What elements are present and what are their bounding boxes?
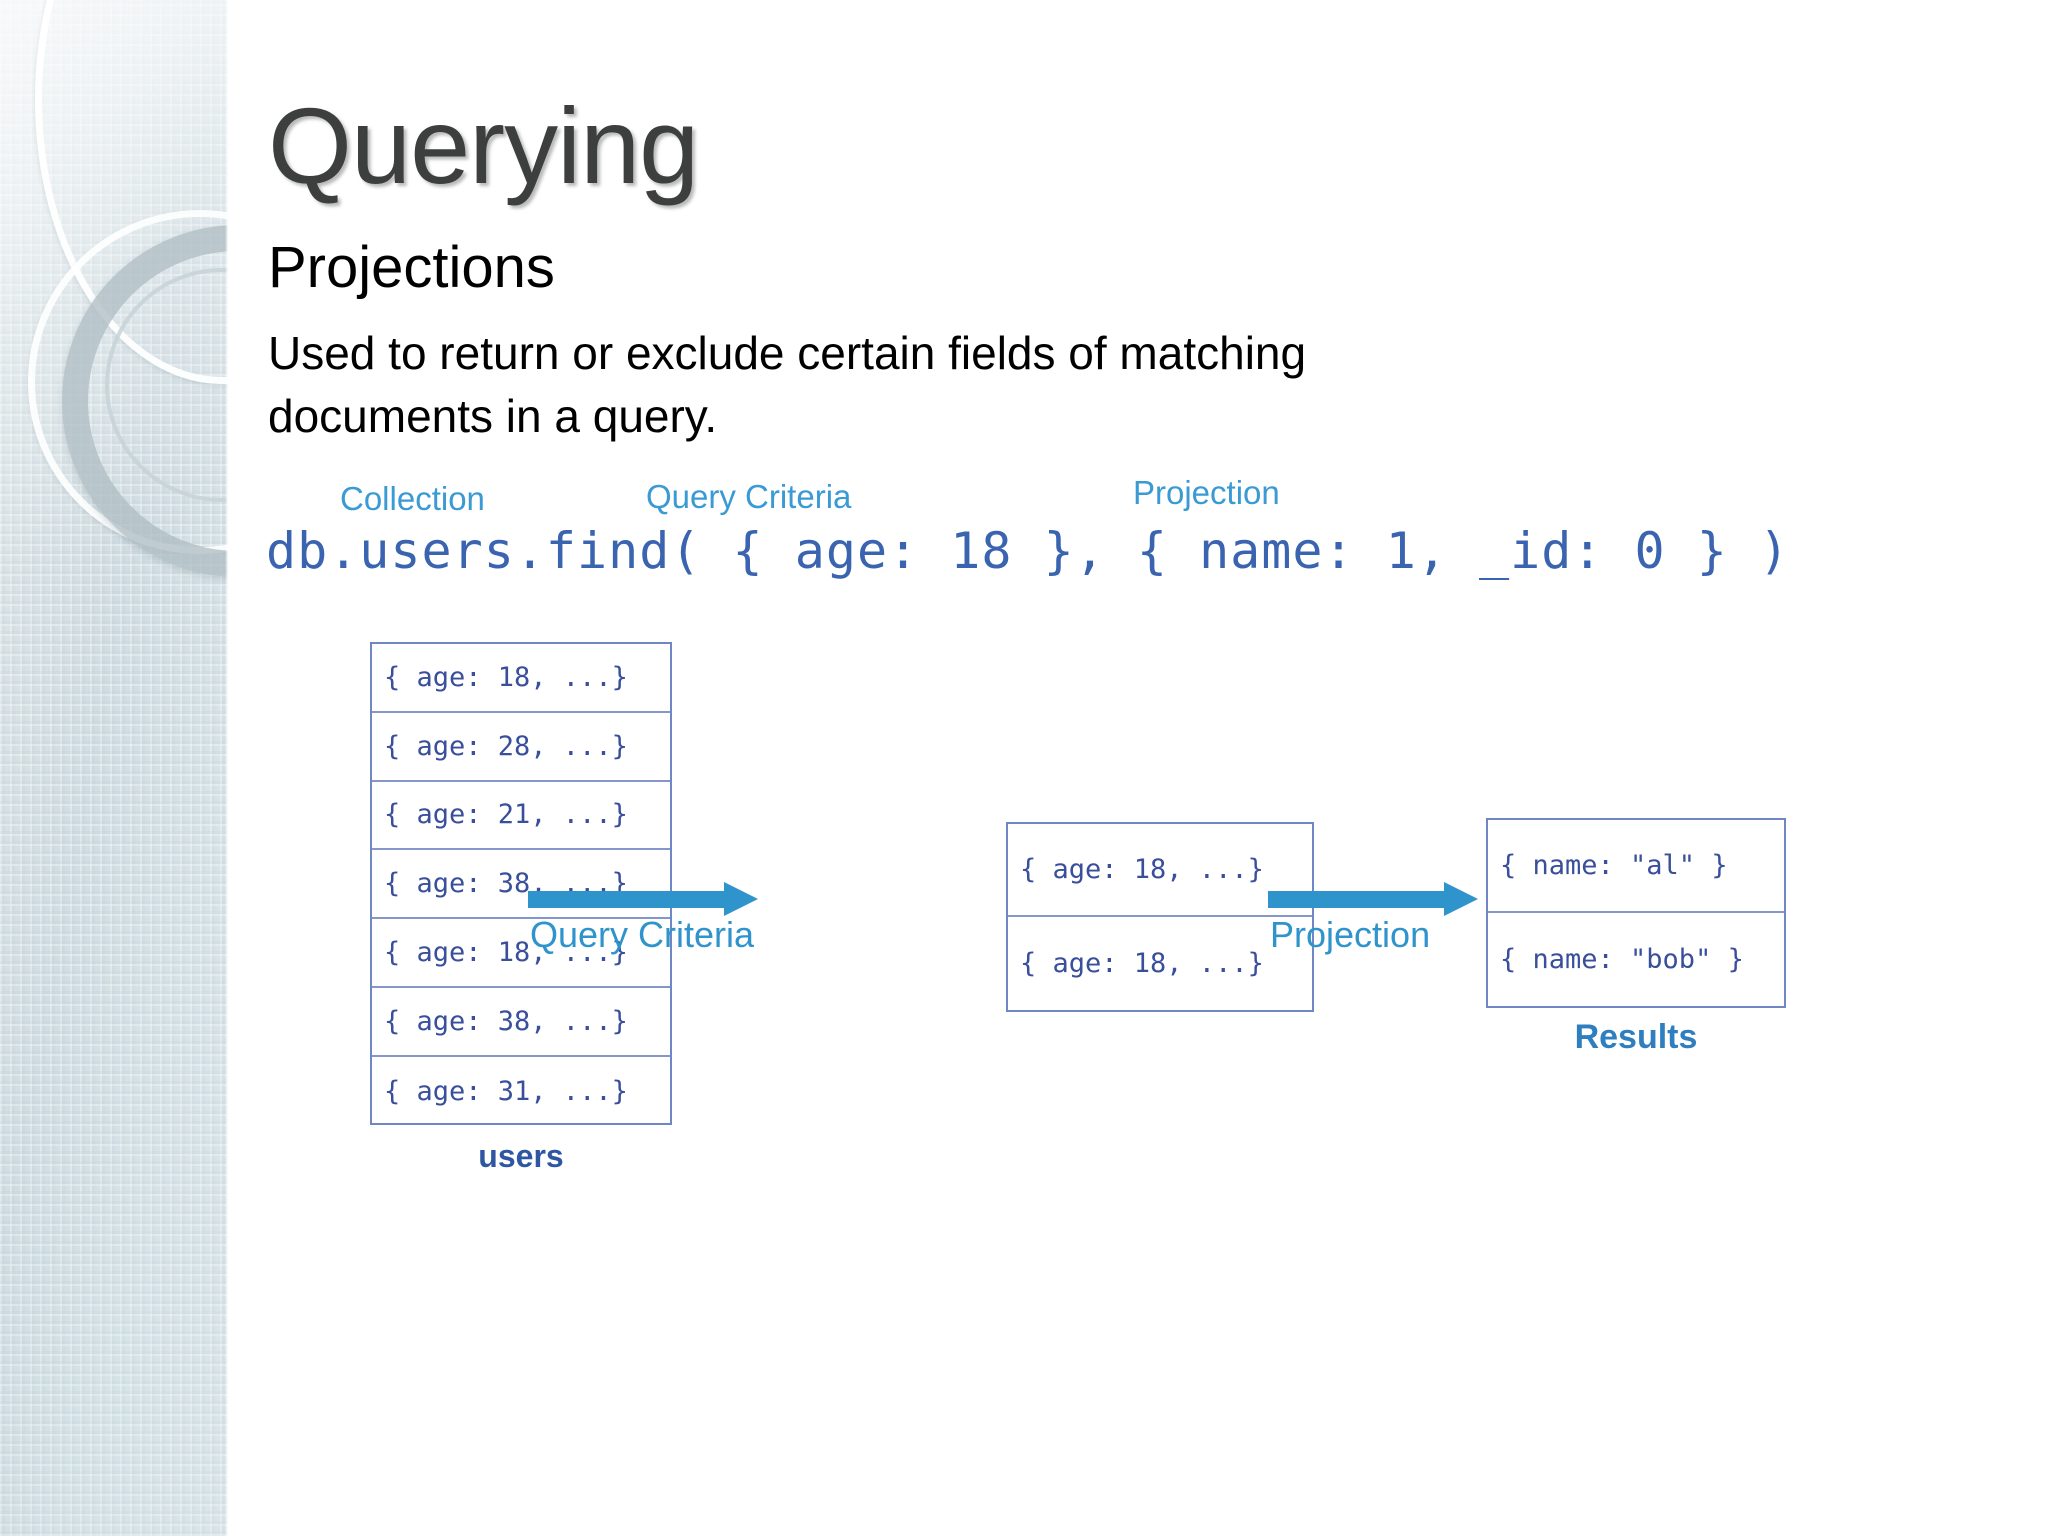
arrow-head — [1444, 882, 1478, 916]
collection-documents-box: { age: 18, ...} { age: 28, ...} { age: 2… — [370, 642, 672, 1125]
document-row: { age: 38, ...} — [372, 988, 670, 1057]
document-row: { age: 18, ...} — [1008, 824, 1312, 917]
body-paragraph: Used to return or exclude certain fields… — [268, 327, 1307, 442]
callout-label-projection: Projection — [1133, 474, 1280, 511]
arrow-caption-query-criteria: Query Criteria — [530, 914, 755, 955]
document-row: { age: 21, ...} — [372, 782, 670, 851]
arrow-caption-projection: Projection — [1270, 914, 1431, 955]
document-row: { age: 18, ...} — [1020, 948, 1264, 979]
matched-documents-box: { age: 18, ...} { age: 18, ...} — [1006, 822, 1314, 1012]
query-statement: db.users.find( { age: 18 }, { name: 1, _… — [266, 522, 1791, 580]
section-subtitle: Projections — [268, 235, 555, 300]
query-criteria-arrow-icon — [528, 882, 758, 916]
results-documents-box: { name: "al" } { name: "bob" } — [1486, 818, 1786, 1008]
arrow-shaft — [528, 891, 724, 908]
page-title: Querying — [268, 85, 699, 206]
arrow-head — [724, 882, 758, 916]
document-row: { age: 18, ...} — [372, 644, 670, 713]
projection-arrow-icon — [1268, 882, 1478, 916]
arrow-shaft — [1268, 891, 1444, 908]
callout-label-collection: Collection — [340, 480, 485, 517]
document-row: { age: 31, ...} — [384, 1075, 628, 1107]
slide-content: Querying Projections Used to return or e… — [228, 0, 2048, 1536]
document-row: { name: "al" } — [1488, 820, 1784, 913]
callout-label-query-criteria: Query Criteria — [646, 478, 852, 515]
projection-diagram: Collection Query Criteria Projection db.… — [228, 470, 2048, 1536]
document-row: { age: 18, ...} — [372, 919, 670, 988]
slide-decoration-sidebar — [0, 0, 228, 1536]
sidebar-edge — [225, 0, 228, 1536]
results-label: Results — [1574, 1018, 1698, 1056]
document-row: { age: 28, ...} — [372, 713, 670, 782]
collection-name-label: users — [478, 1138, 564, 1174]
document-row: { name: "bob" } — [1500, 944, 1744, 975]
